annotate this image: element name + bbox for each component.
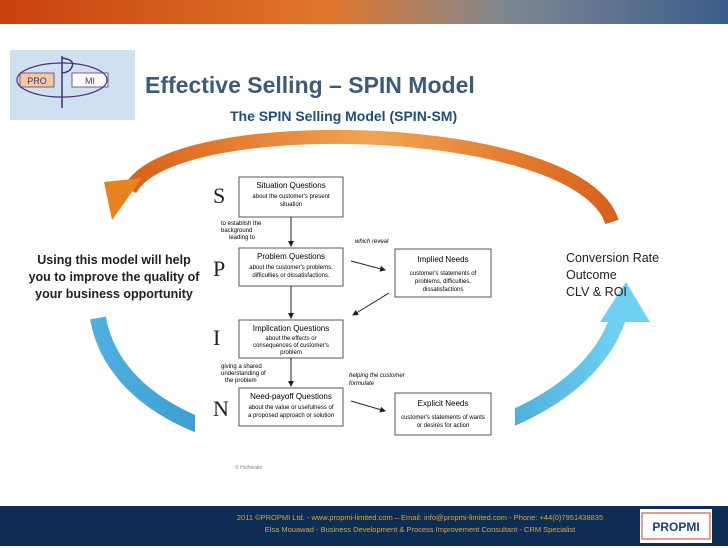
note-establish-3: leading to xyxy=(229,235,256,241)
implied-needs-box: Implied Needs customer's statements of p… xyxy=(394,248,492,298)
note-shared-1: giving a shared xyxy=(221,364,262,370)
note-establish-2: background xyxy=(221,228,252,234)
svg-text:about the customer's present: about the customer's present xyxy=(252,194,330,200)
footer-line-1: 2011 ©PROPMI Ltd. - www.propmi-limited.c… xyxy=(236,513,604,522)
orange-arrowhead xyxy=(104,178,142,220)
svg-text:about the value or usefulness: about the value or usefulness of xyxy=(248,405,333,411)
need-payoff-title: Need-payoff Questions xyxy=(250,392,332,401)
footer-bar xyxy=(0,506,728,546)
top-banner xyxy=(0,0,728,24)
explicit-needs-box: Explicit Needs customer's statements of … xyxy=(394,392,492,436)
company-logo: PRO MI xyxy=(10,50,135,120)
footer-text: 2011 ©PROPMI Ltd. - www.propmi-limited.c… xyxy=(200,512,640,536)
footer-line-2: Elsa Mouawad - Business Development & Pr… xyxy=(264,525,576,534)
svg-text:problems, difficulties,: problems, difficulties, xyxy=(415,279,471,285)
note-helping-1: helping the customer xyxy=(349,373,406,379)
letter-s: S xyxy=(213,183,225,208)
svg-text:customer's statements of: customer's statements of xyxy=(410,271,477,277)
svg-text:about the effects or: about the effects or xyxy=(265,336,316,342)
page-title: Effective Selling – SPIN Model xyxy=(145,72,475,98)
page-subtitle: The SPIN Selling Model (SPIN-SM) xyxy=(230,108,458,124)
implication-box: Implication Questions about the effects … xyxy=(238,319,344,359)
implication-title: Implication Questions xyxy=(253,324,329,333)
right-list: Conversion Rate Outcome CLV & ROI xyxy=(566,250,659,301)
spin-diagram: S P I N Situation Questions about the cu… xyxy=(195,165,515,475)
letter-n: N xyxy=(213,396,229,421)
svg-text:situation: situation xyxy=(280,202,302,208)
footer-logo: PROPMI xyxy=(640,509,712,543)
right-list-item: Outcome xyxy=(566,268,617,282)
problem-box: Problem Questions about the customer's p… xyxy=(238,247,344,287)
svg-text:or desires for action: or desires for action xyxy=(417,423,470,429)
svg-text:customer's statements of wants: customer's statements of wants xyxy=(401,415,485,421)
svg-text:a proposed approach or solutio: a proposed approach or solution xyxy=(248,413,334,419)
footer-logo-text: PROPMI xyxy=(652,520,699,534)
implied-needs-title: Implied Needs xyxy=(417,255,468,264)
diagram-credit: © Huthwaite xyxy=(235,464,263,471)
note-helping-2: formulate xyxy=(349,381,375,387)
logo-left-text: PRO xyxy=(27,76,47,86)
svg-text:problem: problem xyxy=(280,350,302,356)
situation-box: Situation Questions about the customer's… xyxy=(238,176,344,218)
left-note: Using this model will help you to improv… xyxy=(28,253,200,301)
problem-title: Problem Questions xyxy=(257,252,325,261)
svg-text:consequences of customer's: consequences of customer's xyxy=(253,343,329,349)
letter-i: I xyxy=(213,325,220,350)
right-list-item: Conversion Rate xyxy=(566,251,660,265)
svg-text:dissatisfactions: dissatisfactions xyxy=(423,287,464,293)
note-shared-2: understanding of xyxy=(221,371,266,377)
letter-p: P xyxy=(213,256,225,281)
logo-right-text: MI xyxy=(85,76,95,86)
note-shared-3: the problem xyxy=(225,378,257,384)
situation-title: Situation Questions xyxy=(256,181,325,190)
orange-arc xyxy=(123,129,619,225)
note-establish-1: to establish the xyxy=(221,221,262,227)
arrow-n-to-explicit xyxy=(350,400,386,413)
need-payoff-box: Need-payoff Questions about the value or… xyxy=(238,387,344,427)
svg-text:difficulties or dissatisfactio: difficulties or dissatisfactions. xyxy=(252,273,330,279)
blue-arrowhead xyxy=(600,282,650,322)
note-which-reveal: which reveal xyxy=(355,239,389,245)
arrow-p-to-implied xyxy=(350,260,386,272)
right-list-item: CLV & ROI xyxy=(566,285,627,299)
explicit-needs-title: Explicit Needs xyxy=(418,399,469,408)
svg-text:about the customer's problems,: about the customer's problems, xyxy=(249,265,333,271)
arrow-implied-to-i xyxy=(352,292,390,316)
